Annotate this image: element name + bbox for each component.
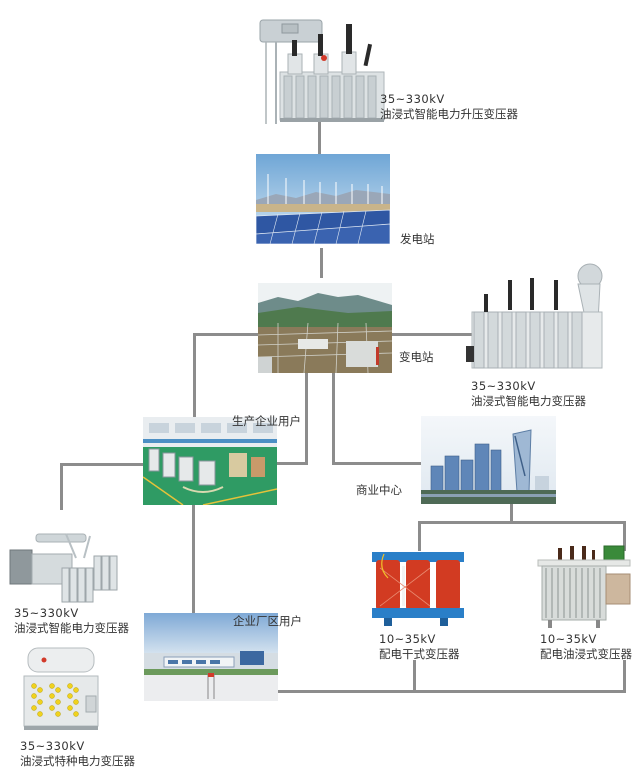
oil-immersed-transformer-icon xyxy=(462,262,608,372)
line-factory-left xyxy=(60,463,144,466)
dry-type-transformer-icon xyxy=(370,548,466,628)
line-loop-to-factory xyxy=(277,462,308,465)
city-buildings-photo xyxy=(421,416,556,504)
line-branch-to-oil xyxy=(623,521,626,551)
oil-distribution-transformer-label: 10~35kV 配电油浸式变压器 xyxy=(540,632,632,662)
industrial-park-user-label: 企业厂区用户 xyxy=(233,614,302,628)
line-substation-left-down xyxy=(193,333,196,419)
line-commercial-down xyxy=(510,503,513,523)
product-name: 油浸式智能电力升压变压器 xyxy=(380,107,518,121)
dry-type-transformer-label: 10~35kV 配电干式变压器 xyxy=(379,632,460,662)
solar-wind-farm-photo xyxy=(256,154,390,244)
line-bottom-bus xyxy=(277,690,626,693)
line-substation-to-transformer xyxy=(392,333,472,336)
line-factory-to-park xyxy=(192,504,195,614)
line-substation-down-b xyxy=(332,372,335,465)
line-substation-left xyxy=(193,333,259,336)
voltage-label: 35~330kV xyxy=(471,379,536,393)
line-substation-down-a xyxy=(305,372,308,465)
voltage-label: 35~330kV xyxy=(14,606,79,620)
substation-transformer-label: 35~330kV 油浸式智能电力变压器 xyxy=(471,379,586,409)
step-up-transformer-label: 35~330kV 油浸式智能电力升压变压器 xyxy=(380,92,518,122)
oil-immersed-transformer-icon xyxy=(6,528,124,606)
product-name: 配电油浸式变压器 xyxy=(540,647,632,661)
product-name: 油浸式智能电力变压器 xyxy=(471,394,586,408)
product-name: 油浸式智能电力变压器 xyxy=(14,621,129,635)
substation-label: 变电站 xyxy=(399,350,434,364)
line-oil-down xyxy=(623,660,626,693)
line-to-commercial xyxy=(332,462,422,465)
left-transformer-label: 35~330kV 油浸式智能电力变压器 xyxy=(14,606,129,636)
special-transformer-label: 35~330kV 油浸式特种电力变压器 xyxy=(20,739,135,769)
product-name: 油浸式特种电力变压器 xyxy=(20,754,135,768)
line-factory-left-down xyxy=(60,463,63,510)
line-station-to-substation xyxy=(320,248,323,278)
power-station-label: 发电站 xyxy=(400,232,435,246)
voltage-label: 10~35kV xyxy=(540,632,597,646)
line-commercial-branch xyxy=(418,521,626,524)
line-dry-down xyxy=(413,660,416,693)
oil-distribution-transformer-icon xyxy=(536,540,632,630)
special-transformer-icon xyxy=(20,646,102,734)
line-branch-to-dry xyxy=(418,521,421,551)
voltage-label: 35~330kV xyxy=(20,739,85,753)
commercial-center-label: 商业中心 xyxy=(356,483,402,497)
product-name: 配电干式变压器 xyxy=(379,647,460,661)
manufacturing-user-label: 生产企业用户 xyxy=(232,414,301,428)
substation-photo xyxy=(258,283,392,373)
factory-floor-photo xyxy=(143,417,277,505)
line-stepup-to-station xyxy=(318,122,321,156)
voltage-label: 35~330kV xyxy=(380,92,445,106)
oil-immersed-transformer-icon xyxy=(258,14,386,126)
industrial-park-photo xyxy=(144,613,278,701)
voltage-label: 10~35kV xyxy=(379,632,436,646)
